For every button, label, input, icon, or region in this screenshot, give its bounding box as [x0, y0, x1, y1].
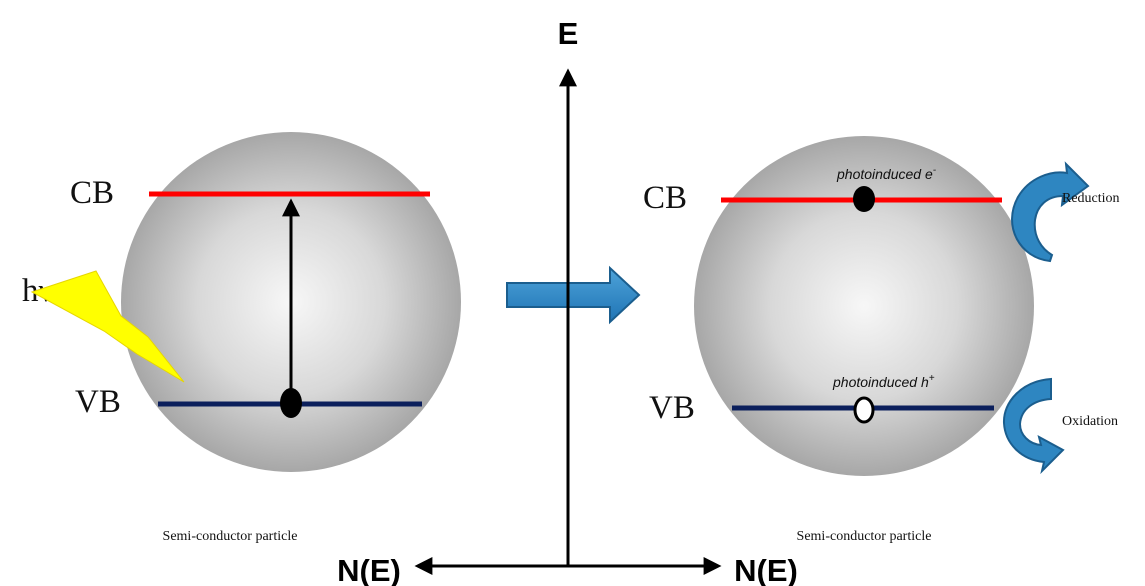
photoinduced-hole-label: photoinduced h+	[832, 373, 935, 390]
left-electron-dot	[280, 388, 302, 418]
left-dos-axis-label: N(E)	[337, 553, 401, 586]
right-caption: Semi-conductor particle	[797, 529, 932, 544]
left-caption: Semi-conductor particle	[163, 529, 298, 544]
energy-axis-label: E	[558, 16, 579, 51]
photoinduced-electron-label: photoinduced e-	[836, 165, 937, 182]
left-particle: CB VB hν Semi-conductor particle	[22, 132, 461, 544]
oxidation-label: Oxidation	[1062, 414, 1118, 429]
left-cb-label: CB	[70, 175, 114, 211]
reduction-label: Reduction	[1062, 191, 1120, 206]
photoinduced-electron-dot	[853, 186, 875, 212]
reduction-arrow-icon	[1011, 161, 1090, 263]
right-cb-label: CB	[643, 180, 687, 216]
right-sphere	[694, 136, 1034, 476]
right-vb-label: VB	[649, 390, 695, 426]
axes: E N(E) N(E)	[337, 16, 798, 586]
photoinduced-hole-dot	[853, 396, 875, 424]
oxidation-arrow-icon	[1002, 377, 1065, 475]
process-arrow-icon	[506, 265, 641, 325]
left-vb-label: VB	[75, 384, 121, 420]
right-dos-axis-label: N(E)	[734, 553, 798, 586]
right-particle: CB VB photoinduced e- photoinduced h+ Re…	[643, 136, 1120, 544]
lightning-bolt-icon	[30, 270, 185, 383]
